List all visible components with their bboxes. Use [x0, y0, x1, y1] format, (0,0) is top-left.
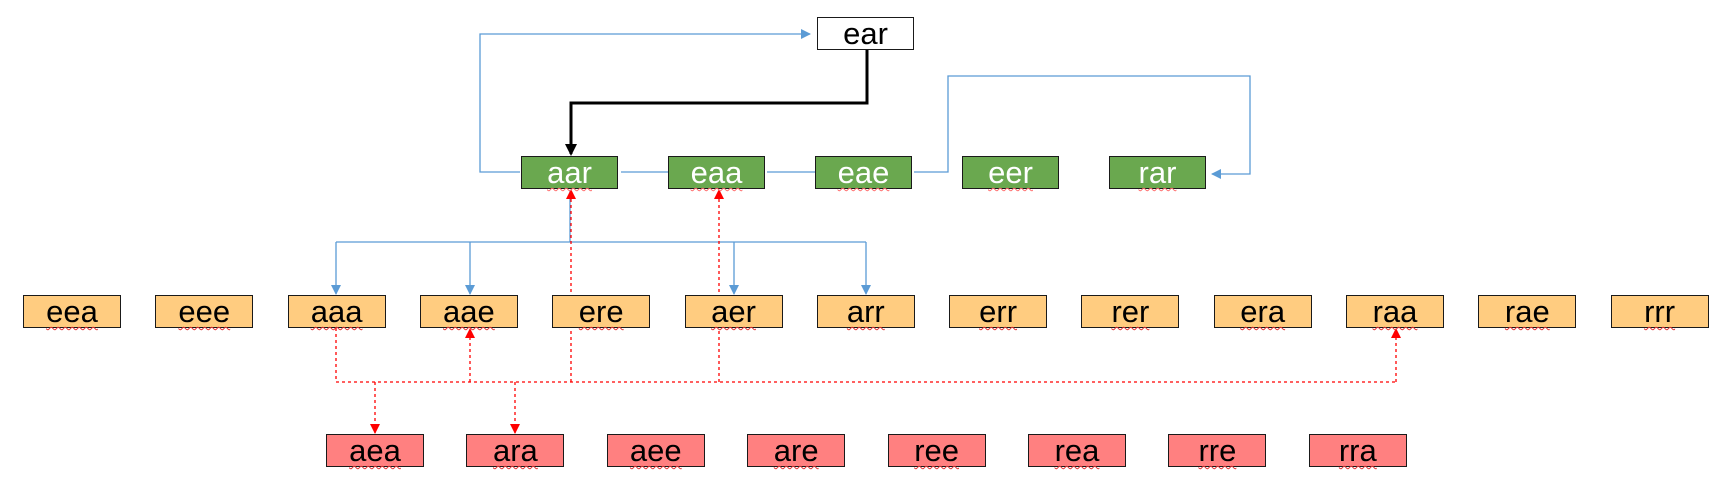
level2-node-rer: rer [1081, 295, 1180, 328]
level2-node-rrr: rrr [1610, 295, 1709, 328]
edge-ear-to-aar [565, 50, 869, 156]
level1-node-rar: rar [1109, 156, 1206, 189]
level2-node-eee: eee [155, 295, 254, 328]
level3-node-aee: aee [606, 434, 705, 467]
level3-node-rre: rre [1168, 434, 1267, 467]
level2-node-aaa: aaa [287, 295, 386, 328]
edge-eae-to-rar [914, 75, 1251, 179]
level2-node-eea: eea [23, 295, 121, 328]
level2-node-raa: raa [1346, 295, 1444, 328]
red-edges [335, 189, 1401, 434]
level3-node-aea: aea [326, 434, 424, 467]
level2-node-aer: aer [684, 295, 783, 328]
root-node-ear: ear [817, 17, 914, 50]
level3-node-ara: ara [466, 434, 565, 467]
level3-node-rea: rea [1028, 434, 1126, 467]
level3-node-are: are [747, 434, 846, 467]
level3-node-ree: ree [887, 434, 986, 467]
level2-node-ere: ere [552, 295, 651, 328]
edge-aar-to-ear [479, 29, 811, 173]
level1-node-aar: aar [521, 156, 618, 189]
level3-node-rra: rra [1308, 434, 1407, 467]
level2-node-arr: arr [816, 295, 915, 328]
level2-node-err: err [949, 295, 1048, 328]
blue-edges [331, 29, 1251, 295]
level1-node-eaa: eaa [668, 156, 765, 189]
black-edges [565, 50, 869, 156]
level2-node-aae: aae [419, 295, 518, 328]
level2-node-era: era [1213, 295, 1312, 328]
level2-node-rae: rae [1478, 295, 1577, 328]
level1-node-eer: eer [962, 156, 1059, 189]
level1-node-eae: eae [815, 156, 912, 189]
